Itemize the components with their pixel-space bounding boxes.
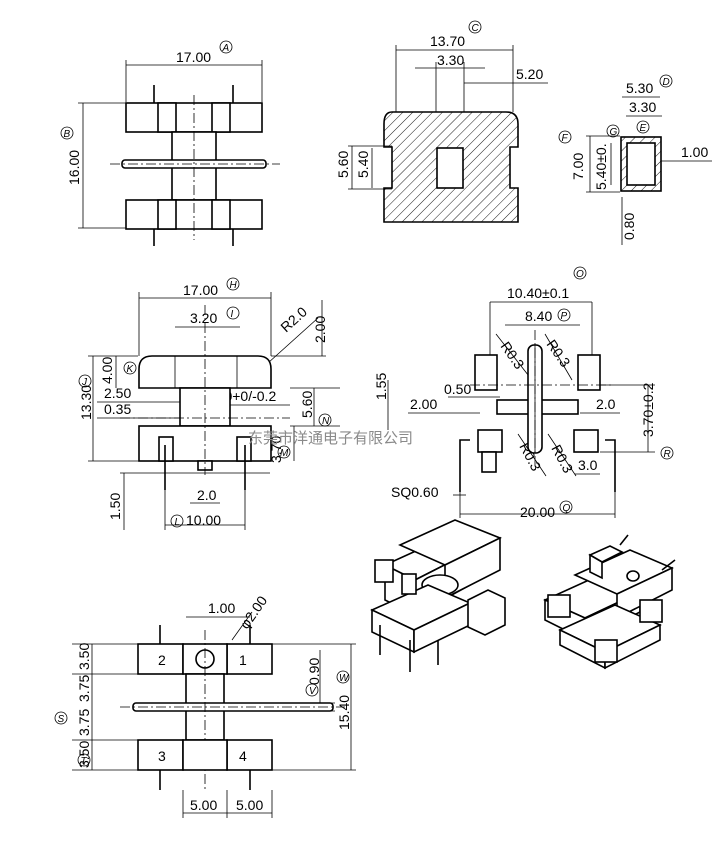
pin-pitch-right: 5.00 [236, 797, 263, 813]
section-outer-h-dim: 5.60 [335, 151, 351, 178]
section-inner-h-dim: 5.40 [355, 151, 371, 178]
isometric-view-1 [370, 519, 506, 672]
side-pin-span-dim: 20.00 [520, 504, 555, 520]
end-inner-h-dim: 5.40±0. [593, 143, 609, 190]
front-radius-dim: R2.0 [277, 303, 310, 335]
pin-4-label: 4 [239, 748, 247, 764]
side-gap-dim: 0.50 [444, 381, 471, 397]
end-inner-dim: 3.30 [629, 99, 656, 115]
side-width-mark: O [576, 269, 584, 280]
end-height-dim: 7.00 [570, 153, 586, 180]
company-watermark: 东莞市洋通电子有限公司 [248, 429, 413, 447]
front-width-dim: 17.00 [183, 282, 218, 298]
side-inner-dim: 8.40 [525, 308, 552, 324]
end-wall-dim: 1.00 [681, 144, 708, 160]
front-top-offset-dim: 2.00 [312, 316, 328, 343]
pin-3-label: 3 [158, 748, 166, 764]
pin-pad-mark: T [81, 756, 88, 767]
side-pin-span-mark: Q [563, 503, 571, 514]
top-view: 17.00 A 16.00 B [60, 40, 280, 246]
front-pin-span-mark: L [175, 517, 181, 528]
pin-total-dim: 15.40 [336, 695, 352, 730]
front-flange-h-dim: 4.00 [99, 357, 115, 384]
section-offset-dim: 5.20 [516, 66, 543, 82]
front-core-dim: 3.20 [190, 310, 217, 326]
side-pin-size-dim: SQ0.60 [391, 484, 439, 500]
top-width-dim: 17.00 [176, 49, 211, 65]
side-width-dim: 10.40±0.1 [507, 285, 569, 301]
pin-2-label: 2 [158, 652, 166, 668]
side-right-offset-dim: 2.0 [596, 396, 616, 412]
pin-slot-mark: V [309, 686, 317, 697]
front-core-h-mark: N [322, 416, 330, 427]
top-height-dim: 16.00 [66, 150, 82, 185]
top-height-mark: B [64, 129, 71, 140]
front-small-dim: 0.35 [104, 401, 131, 417]
pin-1-label: 1 [239, 652, 247, 668]
side-pin-h-dim: 3.0 [578, 457, 598, 473]
side-view: O 10.40±0.1 8.40 P R0.3 R0.3 R0.3 R0.3 1… [373, 266, 674, 520]
side-r2: R0.3 [544, 337, 574, 371]
pin-hole-dim: φ2.00 [236, 593, 270, 632]
pin-total-mark: W [339, 673, 350, 684]
pin-mid-mark: S [58, 714, 65, 725]
side-r1: R0.3 [498, 339, 528, 373]
side-inner-mark: P [561, 311, 568, 322]
front-total-h-dim: 13.30 [78, 385, 94, 420]
front-view: 17.00 H 3.20 I R2.0 2.00 13.30 J 4.00 K … [78, 277, 340, 530]
side-left-h-dim: 1.55 [373, 373, 389, 400]
pin-half-top: 3.75 [76, 675, 92, 702]
side-right-mark: R [664, 449, 671, 460]
top-width-mark: A [222, 43, 230, 54]
front-core-mark: I [231, 309, 234, 320]
isometric-view-2 [543, 534, 676, 670]
section-slot-dim: 3.30 [437, 52, 464, 68]
front-flange-mark: K [127, 364, 135, 375]
side-right-h-dim: 3.70±0.2 [640, 382, 656, 437]
front-core-h-dim: 5.60 [299, 391, 315, 418]
section-width-mark: C [472, 23, 480, 34]
pin-pad-h-top: 3.50 [76, 643, 92, 670]
section-width-dim: 13.70 [430, 33, 465, 49]
section-view: 13.70 C 3.30 5.20 5.60 5.40 [335, 20, 548, 223]
end-inner-mark: E [640, 123, 647, 134]
pin-pitch-left: 5.00 [190, 797, 217, 813]
end-inner-h-mark: G [610, 127, 618, 138]
end-height-mark: F [562, 133, 569, 144]
front-lower-h-mark: M [280, 448, 289, 459]
front-width-mark: H [230, 280, 238, 291]
pin-layout-view: 1.00 φ2.00 1 2 3 4 3.50 3.75 3.75 3.50 S [54, 593, 356, 818]
front-step-dim: 2.50 [104, 385, 131, 401]
front-total-h-mark: J [81, 377, 88, 388]
pin-slot-dim: 0.90 [306, 658, 322, 685]
pin-spacing-dim: 1.00 [208, 600, 235, 616]
end-outer-mark: D [663, 77, 670, 88]
end-base-dim: 0.80 [621, 213, 637, 240]
end-outer-dim: 5.30 [626, 80, 653, 96]
side-left-offset-dim: 2.00 [410, 396, 437, 412]
pin-half-bottom: 3.75 [76, 709, 92, 736]
end-view: 5.30 D 3.30 E G F 7.00 5.40±0. 1.00 0.80 [558, 74, 712, 245]
front-pin-len-dim: 1.50 [107, 493, 123, 520]
front-pin-pitch-dim: 2.0 [197, 487, 217, 503]
front-pin-span-dim: 10.00 [186, 512, 221, 528]
